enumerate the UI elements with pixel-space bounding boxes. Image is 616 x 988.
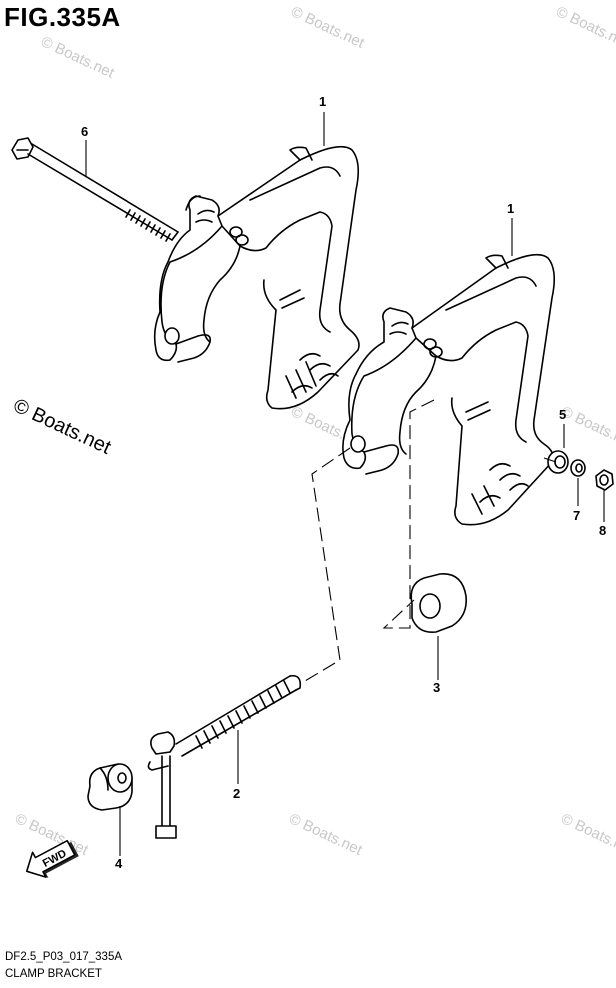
watermark-text: © Boats.net xyxy=(286,810,365,859)
knob-part-4 xyxy=(87,763,133,811)
figure-title: FIG.335A xyxy=(4,2,121,32)
callout-4: 4 xyxy=(115,856,123,871)
callout-numbers: 1 1 2 3 4 5 6 7 8 xyxy=(81,94,606,871)
washer-part-5 xyxy=(547,450,569,474)
spring-washer-part-7 xyxy=(570,459,586,477)
callout-5: 5 xyxy=(559,407,566,422)
assembly-lines xyxy=(299,399,557,685)
nut-part-8 xyxy=(595,469,614,491)
pad-part-3 xyxy=(410,573,468,634)
bolt-long-part-6 xyxy=(11,137,179,242)
watermark-text: © Boats.net xyxy=(558,810,616,859)
fwd-arrow: FWD xyxy=(26,839,79,878)
callout-6: 6 xyxy=(81,124,88,139)
callout-3: 3 xyxy=(433,680,440,695)
callout-1-upper: 1 xyxy=(319,94,326,109)
watermark-main: © Boats.net xyxy=(10,395,115,459)
callout-7: 7 xyxy=(573,508,580,523)
watermark-text: © Boats.net xyxy=(553,3,616,52)
assembly-line xyxy=(299,447,351,685)
clamp-screw-part-2 xyxy=(147,674,302,839)
clamp-bracket-lower-part-1 xyxy=(342,253,556,526)
watermark-text: © Boats.net xyxy=(38,33,117,82)
watermark-text: © Boats.net xyxy=(558,403,616,452)
watermark-group: © Boats.net © Boats.net © Boats.net © Bo… xyxy=(10,3,616,859)
figure-name: CLAMP BRACKET xyxy=(5,968,102,980)
callout-8: 8 xyxy=(599,523,606,538)
callout-2: 2 xyxy=(233,786,240,801)
figure-code: DF2.5_P03_017_335A xyxy=(5,951,123,963)
watermark-text: © Boats.net xyxy=(288,3,367,52)
assembly-line xyxy=(543,457,557,463)
assembly-line xyxy=(382,399,435,629)
callout-1-lower: 1 xyxy=(507,201,514,216)
leader-lines xyxy=(85,112,605,856)
clamp-bracket-upper-part-1 xyxy=(153,145,360,410)
